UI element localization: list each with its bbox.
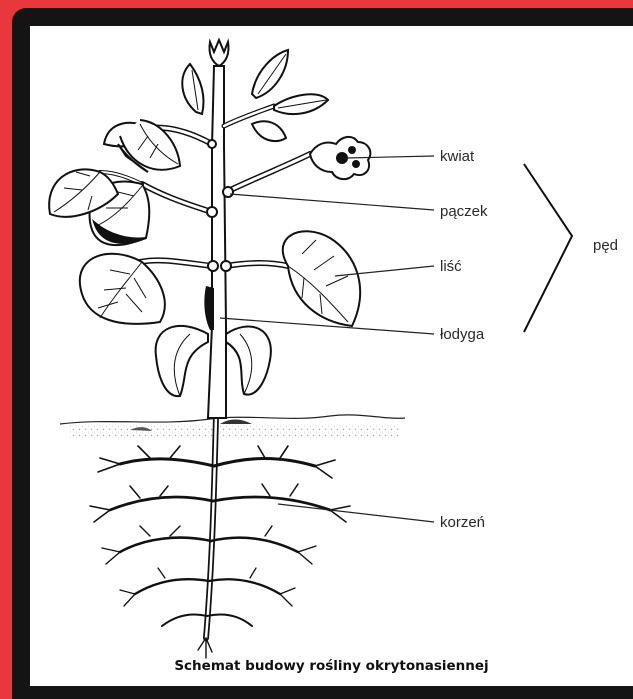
leaf-top-left xyxy=(182,64,203,114)
diagram-caption: Schemat budowy rośliny okrytonasiennej xyxy=(30,658,633,674)
root-system xyxy=(90,416,350,658)
label-stem: łodyga xyxy=(440,326,485,343)
leaves xyxy=(49,50,360,326)
pointer-root xyxy=(278,504,434,522)
label-leaf: liść xyxy=(440,258,462,275)
label-bud: pączek xyxy=(440,203,488,220)
shoot-bracket xyxy=(524,164,572,332)
diagram-canvas: kwiat pączek liść łodyga pęd korzeń Sche… xyxy=(30,26,633,686)
label-root: korzeń xyxy=(440,514,485,531)
leaf-top-right xyxy=(252,50,288,98)
pointer-bud xyxy=(230,194,434,210)
leaf-right-mid xyxy=(252,121,286,141)
main-stem xyxy=(204,66,226,418)
plant-diagram: kwiat pączek liść łodyga pęd korzeń xyxy=(30,26,633,686)
leaf-lower-left xyxy=(80,254,165,324)
soil-surface xyxy=(60,415,405,438)
label-shoot: pęd xyxy=(593,237,618,254)
label-flower: kwiat xyxy=(440,148,475,165)
terminal-bud xyxy=(209,40,228,66)
